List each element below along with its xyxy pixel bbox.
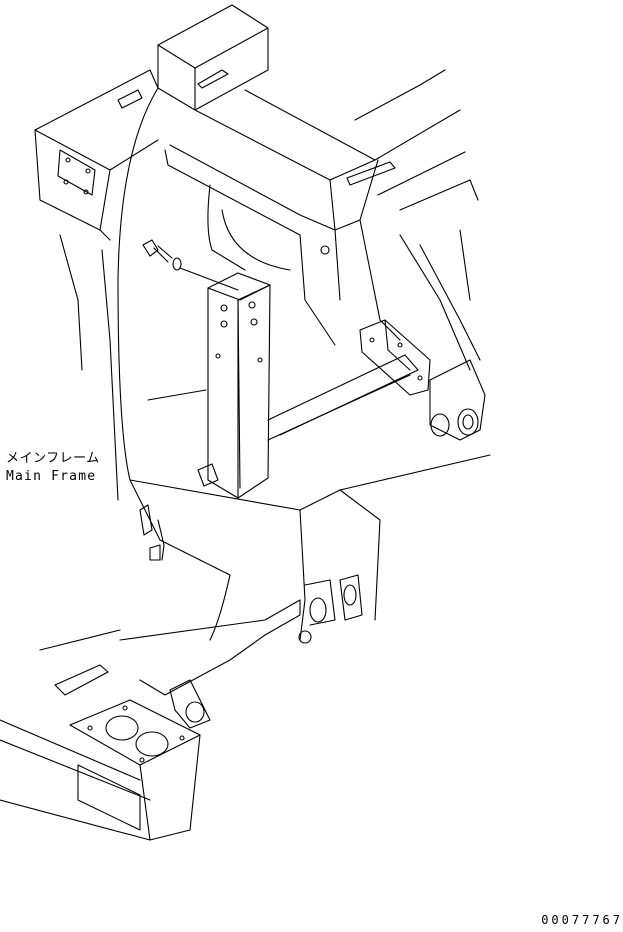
drawing-number: 00077767 <box>541 913 623 927</box>
tie-rod <box>267 319 431 441</box>
pivot-boss <box>429 359 486 441</box>
main-frame-upper <box>34 4 481 511</box>
main-frame-lower <box>39 454 491 729</box>
main-frame-label-en: Main Frame <box>6 469 97 484</box>
main-frame-label-jp: メインフレーム <box>6 451 100 466</box>
bolt-and-washer <box>142 239 239 291</box>
vertical-bracket <box>147 272 271 499</box>
bumper-block <box>0 699 201 841</box>
